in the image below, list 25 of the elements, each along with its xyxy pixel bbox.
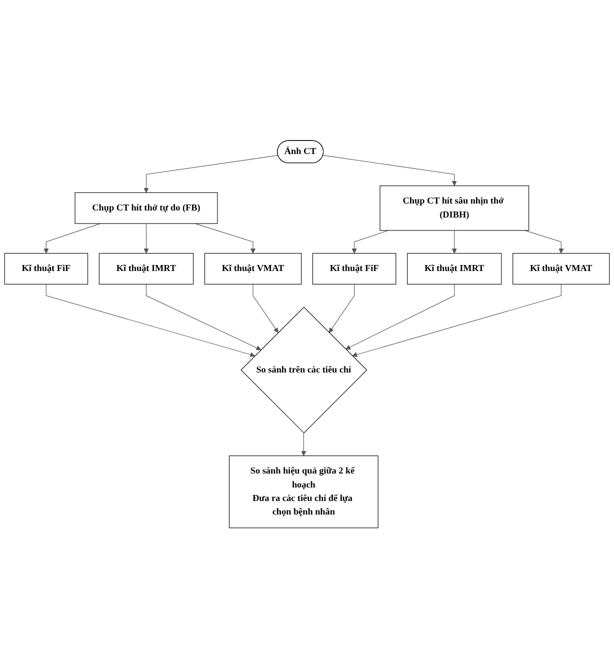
arrow: [352, 284, 562, 358]
arrow: [144, 155, 278, 194]
arrow: [346, 284, 455, 350]
arrow: [452, 230, 457, 254]
node-box: Kĩ thuật IMRT: [98, 253, 194, 285]
arrow: [252, 284, 278, 334]
arrow: [46, 284, 256, 358]
arrow: [194, 224, 256, 254]
node-box: Kĩ thuật FiF: [312, 253, 396, 285]
arrow: [328, 284, 355, 334]
node-box: Kĩ thuật FiF: [4, 253, 88, 285]
arrow: [301, 432, 306, 456]
node-box: Chụp CT hít thở tự do (FB): [74, 192, 218, 224]
node-box: So sánh hiệu quả giữa 2 kế hoạch Đưa ra các tiêu chí để lựa chọn bệnh nhân: [228, 456, 378, 528]
arrow: [352, 230, 389, 254]
arrow: [524, 230, 564, 254]
node-box: Kĩ thuật IMRT: [407, 253, 502, 285]
node-box: Chụp CT hít sâu nhịn thở (DIBH): [380, 186, 530, 231]
node-box: Kĩ thuật VMAT: [512, 253, 610, 285]
arrow: [322, 155, 457, 186]
node-diamond: So sánh trên các tiêu chí: [240, 306, 368, 434]
arrow: [144, 224, 149, 254]
arrow: [146, 284, 262, 350]
arrow: [44, 224, 101, 254]
node-box: Kĩ thuật VMAT: [204, 253, 302, 285]
